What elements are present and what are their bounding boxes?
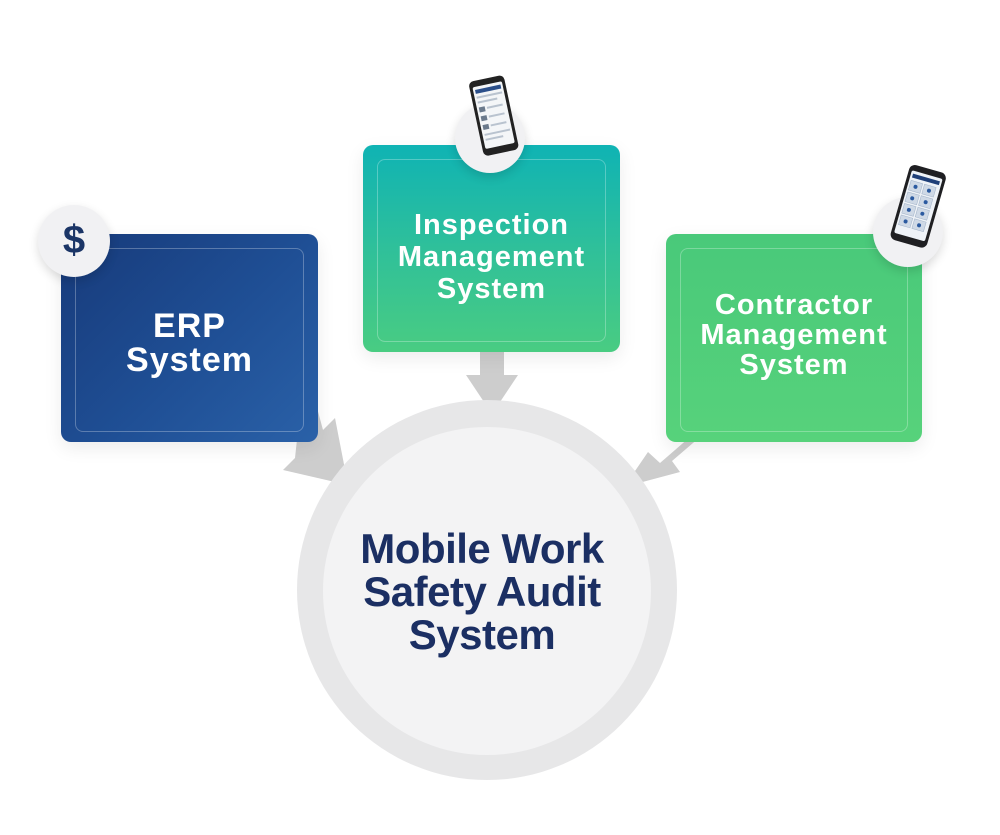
contractor-management-label: Contractor Management System bbox=[700, 289, 888, 381]
arrow-from-contractor bbox=[624, 422, 700, 487]
erp-system-label: ERP System bbox=[126, 307, 253, 379]
erp-system-box: ERP System bbox=[61, 234, 318, 442]
erp-inner-frame bbox=[75, 248, 304, 432]
contractor-inner-frame bbox=[680, 248, 908, 432]
dollar-icon: $ bbox=[38, 205, 110, 277]
inspection-management-box: Inspection Management System bbox=[363, 145, 620, 352]
dollar-symbol: $ bbox=[62, 218, 86, 262]
mobile-phone-icon bbox=[469, 75, 519, 156]
center-system-label: Mobile Work Safety Audit System bbox=[360, 525, 604, 658]
center-inner-circle bbox=[323, 427, 651, 755]
mobile-phone-icon bbox=[890, 165, 946, 248]
inspection-management-label: Inspection Management System bbox=[397, 209, 586, 305]
contractor-management-box: Contractor Management System bbox=[666, 234, 922, 442]
arrow-from-inspection bbox=[466, 340, 518, 414]
